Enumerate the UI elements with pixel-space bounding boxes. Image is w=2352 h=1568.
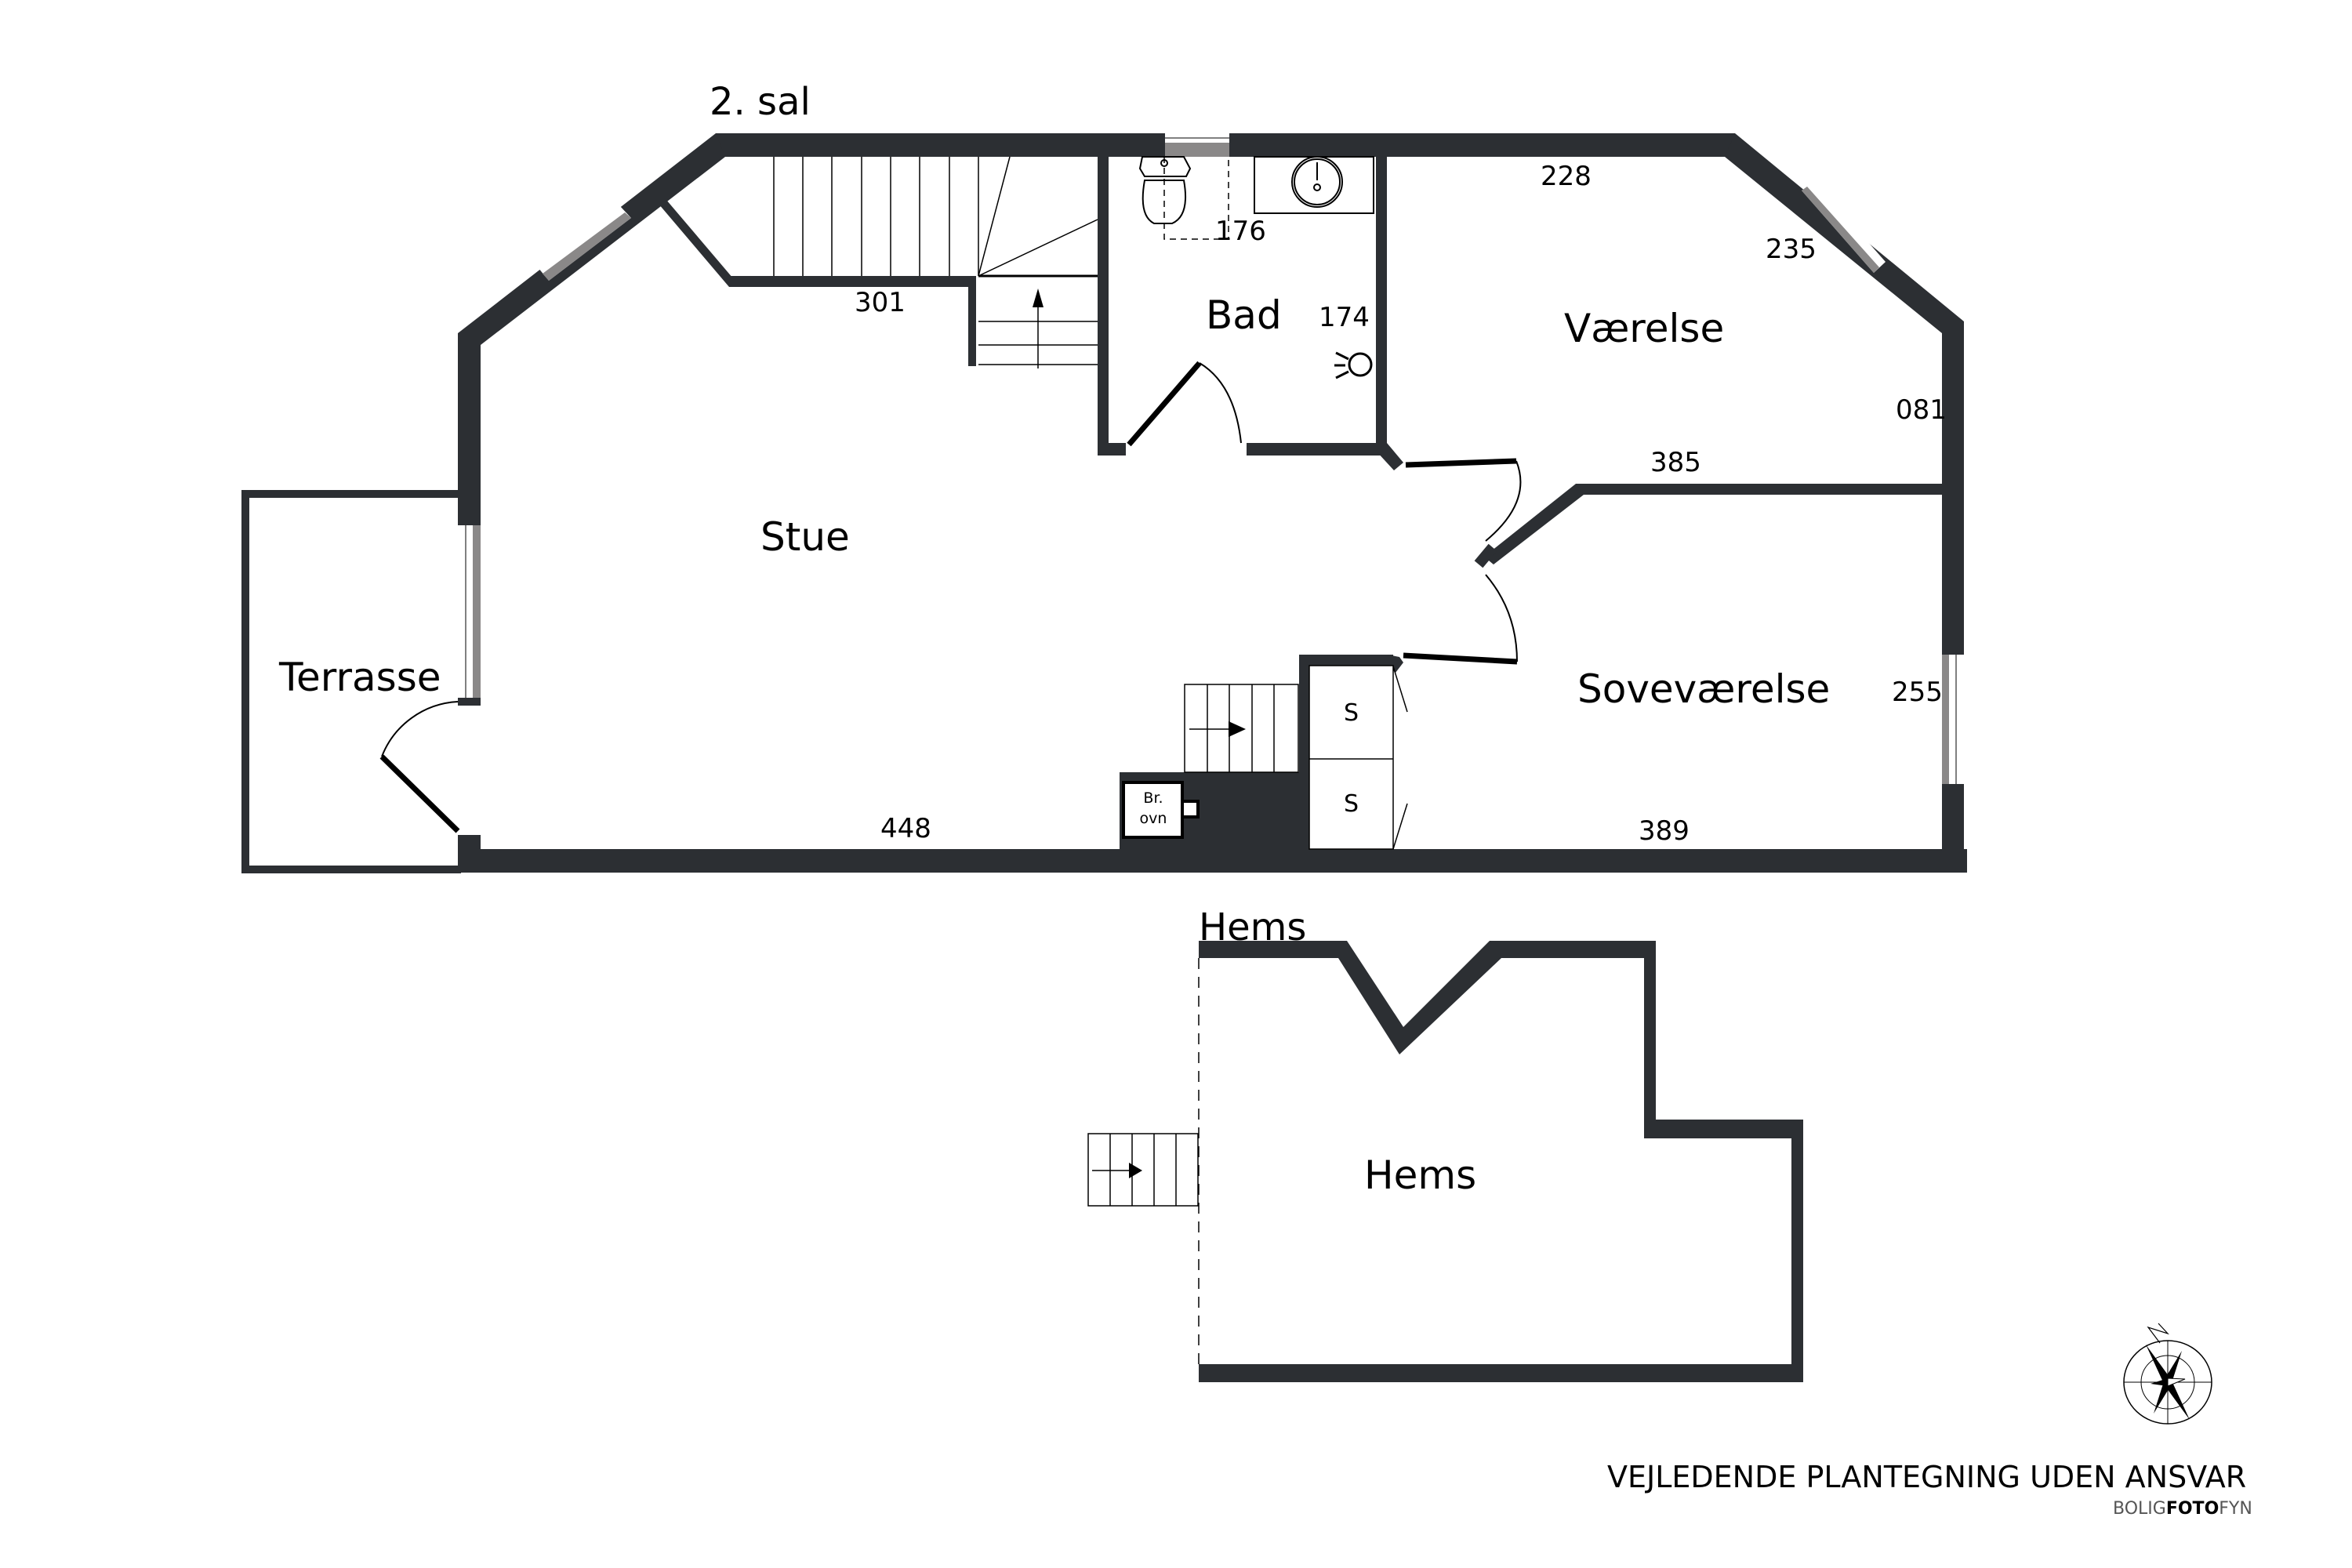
main-staircase [773,156,1098,368]
dimension-vaerelse-side: 081 [1896,394,1947,426]
dimension-sove-bottom: 389 [1639,815,1690,847]
closets [1308,665,1394,850]
dimension-vaerelse-bottom: 385 [1650,447,1701,478]
loft-stair-arrow-icon [1129,1163,1142,1178]
brand-part-2: FOTO [2165,1499,2220,1519]
light-fixture-icon [1334,351,1373,379]
floor-title-loft: Hems [1199,906,1307,949]
toilet-clearance [1163,157,1229,240]
dimension-stue-bottom: 448 [880,813,931,844]
brand-logo: BOLIGFOTOFYN [2113,1499,2252,1519]
room-label-bad: Bad [1206,292,1282,338]
windows [460,133,1964,784]
terrace-outline [241,490,461,873]
main-floor-walls [458,133,1967,873]
brand-part-1: BOLIG [2113,1499,2166,1519]
room-label-hems: Hems [1364,1152,1477,1198]
stove-label: Br. ovn [1126,788,1181,829]
stove-icon [1122,781,1200,839]
compass-rose-icon [2123,1323,2212,1425]
dimension-bad-top: 176 [1215,216,1266,247]
room-label-stue: Stue [760,514,850,560]
dimension-sove-side: 255 [1892,677,1943,708]
dimension-bad-side: 174 [1319,302,1370,333]
room-label-terrasse: Terrasse [279,655,441,700]
stair-arrow-icon [1229,721,1246,737]
loft-walls [1199,941,1803,1382]
dimension-vaerelse-top: 228 [1541,161,1592,192]
sink-icon [1254,156,1374,214]
stove-label-line1: Br. [1143,789,1163,807]
toilet-icon [1138,156,1192,224]
dimension-vaerelse-diag: 235 [1766,234,1817,265]
floor-title-main: 2. sal [710,80,811,124]
stove-label-line2: ovn [1139,810,1167,827]
doors [379,361,1522,850]
loft-staircase [1087,1133,1199,1207]
room-label-sovevaerelse: Soveværelse [1577,666,1831,712]
disclaimer-text: VEJLEDENDE PLANTEGNING UDEN ANSVAR [1607,1460,2247,1494]
closet-label-2: S [1344,790,1359,818]
brand-part-3: FYN [2219,1499,2252,1519]
closet-label-1: S [1344,699,1359,727]
room-label-vaerelse: Værelse [1564,306,1725,351]
small-staircase [1184,684,1299,773]
stair-up-arrow-icon [1033,289,1044,307]
dimension-stairs: 301 [855,287,906,318]
